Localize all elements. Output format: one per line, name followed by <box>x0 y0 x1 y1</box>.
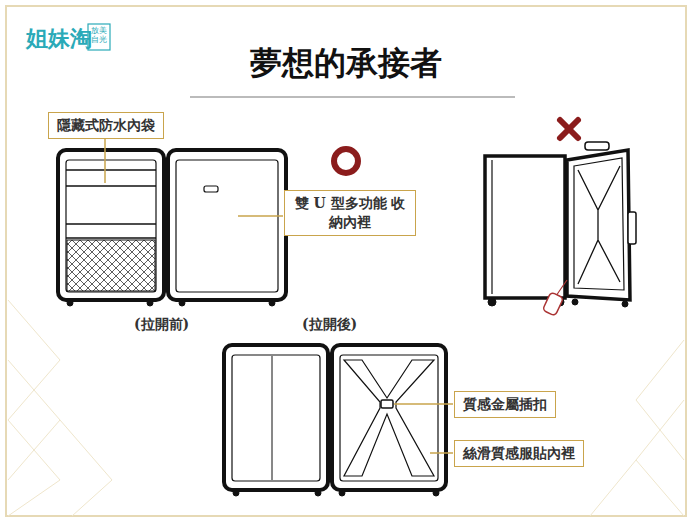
background-diamonds <box>8 300 684 516</box>
caption-label: (拉開前) <box>134 316 189 334</box>
title: 夢想的承接者 <box>0 42 692 86</box>
callout-text: 絲滑質感服貼內裡 <box>462 444 576 463</box>
callout-text: 隱藏式防水內袋 <box>56 116 156 135</box>
callout-text: 質感金屬插扣 <box>462 395 548 414</box>
leader-line <box>238 215 283 217</box>
logo-text: 姐妹淘 <box>26 24 92 54</box>
callout-box: 質感金屬插扣 <box>454 391 556 418</box>
callout-text: 雙 U 型多功能 收納內裡 <box>292 194 408 232</box>
title-underline <box>190 96 515 98</box>
callout-box: 隱藏式防水內袋 <box>48 112 164 139</box>
logo-slogan: 放美 自光 <box>89 26 109 44</box>
callout-box: 雙 U 型多功能 收納內裡 <box>284 190 416 236</box>
leader-line <box>394 403 453 405</box>
caption-label: (拉開後) <box>302 316 357 334</box>
leader-line <box>104 136 106 183</box>
wrong-mark <box>560 120 578 138</box>
leader-line <box>430 452 453 454</box>
page-frame <box>6 6 686 516</box>
suitcase-after <box>224 345 446 496</box>
callout-box: 絲滑質感服貼內裡 <box>454 440 584 467</box>
suitcase-wrong <box>485 142 636 316</box>
correct-mark <box>334 149 358 173</box>
suitcase-before <box>58 150 286 306</box>
